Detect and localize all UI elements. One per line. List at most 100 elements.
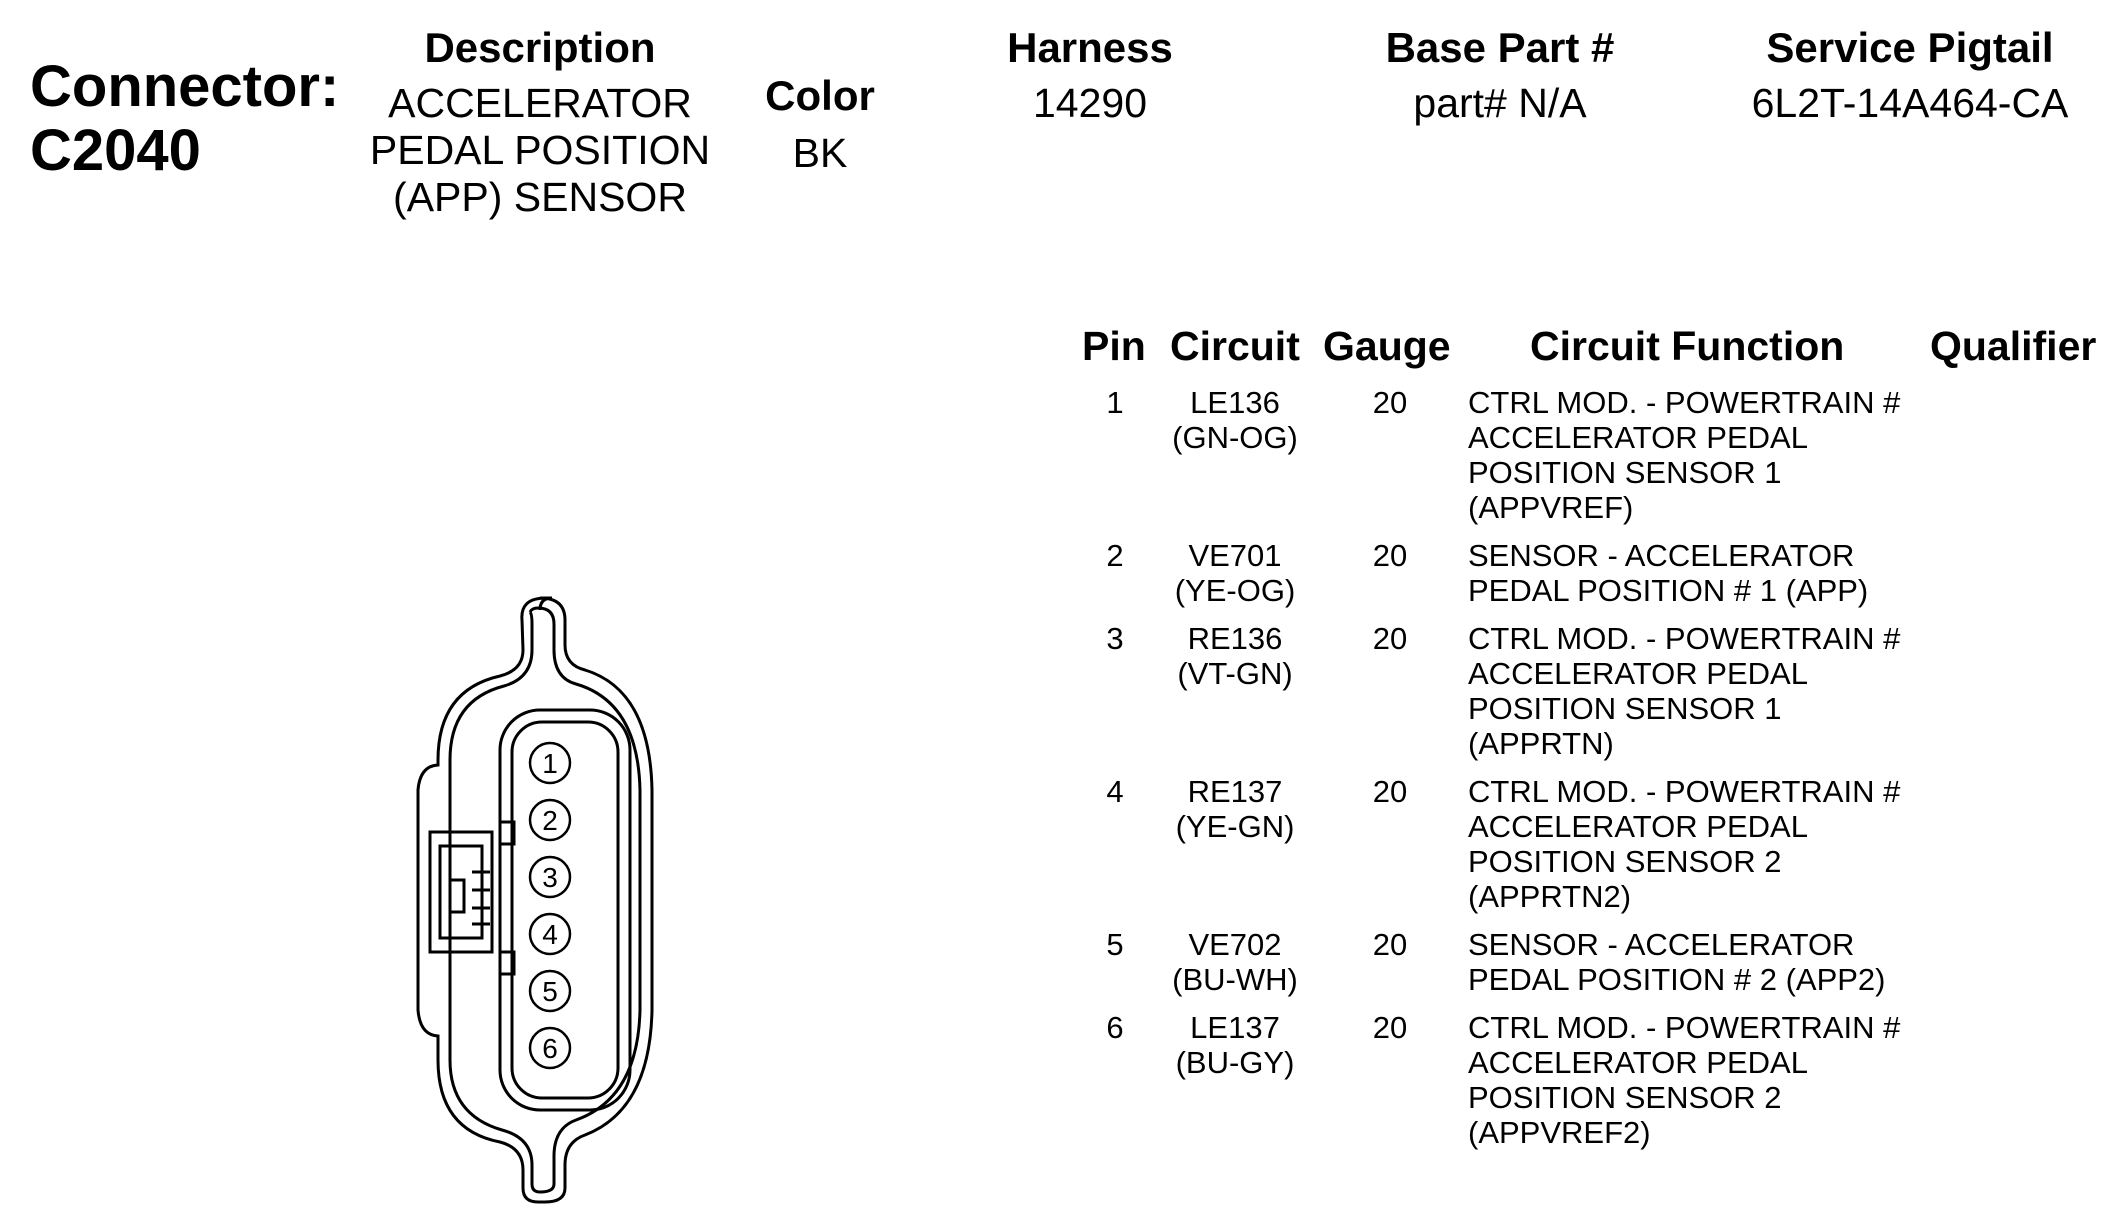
pin-cell: 1 [1106,385,1124,420]
circuit-cell: VE702 (BU-WH) [1155,927,1315,997]
function-line: POSITION SENSOR 1 [1468,691,1782,726]
gauge-cell: 20 [1372,774,1408,809]
circuit-cell: VE701 (YE-OG) [1155,538,1315,608]
qualifier-column-header: Qualifier [1930,323,2097,369]
pin-cavity-inner [510,720,620,1100]
function-line: (APPRTN2) [1468,879,1632,914]
pin-2-circle [528,798,572,842]
pin-column-header: Pin [1082,323,1146,369]
circuit-color: (GN-OG) [1172,420,1298,455]
function-line: ACCELERATOR PEDAL [1468,656,1808,691]
pin-4-circle [528,912,572,956]
latch-inner [438,844,484,940]
pin-1-circle [528,741,572,785]
connector-housing-outline [538,596,654,1204]
color-value: BK [792,130,848,176]
base-part-header: Base Part # [1385,24,1615,71]
pin-cell: 3 [1106,621,1124,656]
function-cell: CTRL MOD. - POWERTRAIN # ACCELERATOR PED… [1468,774,1928,914]
keying-bump-top [498,820,516,846]
description-column: Description ACCELERATOR PEDAL POSITION (… [340,24,740,221]
circuit-id: LE137 [1190,1010,1280,1045]
circuit-color: (VT-GN) [1177,656,1293,691]
circuit-cell: RE136 (VT-GN) [1155,621,1315,691]
function-line: POSITION SENSOR 2 [1468,1080,1782,1115]
function-line: (APPVREF2) [1468,1115,1651,1150]
pin-circles [528,741,572,1070]
function-cell: SENSOR - ACCELERATOR PEDAL POSITION # 2 … [1468,927,1928,997]
pin-5-circle [528,969,572,1013]
description-line: ACCELERATOR [388,80,692,126]
function-line: SENSOR - ACCELERATOR [1468,538,1855,573]
pin-cell: 2 [1106,538,1124,573]
color-column: Color BK [720,72,920,177]
circuit-color: (BU-GY) [1175,1045,1295,1080]
circuit-function-column-header: Circuit Function [1530,323,1845,369]
connector-id: C2040 [30,118,201,183]
circuit-cell: LE136 (GN-OG) [1155,385,1315,455]
pin-6-label: 6 [542,1033,558,1064]
description-line: PEDAL POSITION [369,127,711,173]
harness-value: 14290 [1032,80,1147,126]
harness-header: Harness [1007,24,1173,71]
connector-label: Connector: [30,54,340,119]
function-line: CTRL MOD. - POWERTRAIN # [1468,621,1901,656]
base-part-value: part# N/A [1413,80,1587,126]
function-cell: CTRL MOD. - POWERTRAIN # ACCELERATOR PED… [1468,621,1928,761]
service-pigtail-value: 6L2T-14A464-CA [1751,80,2069,126]
circuit-color: (BU-WH) [1172,962,1298,997]
function-line: (APPVREF) [1468,490,1634,525]
function-line: POSITION SENSOR 2 [1468,844,1782,879]
service-pigtail-header: Service Pigtail [1766,24,2054,71]
circuit-id: VE701 [1188,538,1282,573]
function-cell: CTRL MOD. - POWERTRAIN # ACCELERATOR PED… [1468,385,1928,525]
latch-tab [448,878,466,914]
connector-housing-inner [448,606,642,1194]
connector-title: Connector: C2040 [30,55,339,183]
pin-6-circle [528,1026,572,1070]
service-pigtail-column: Service Pigtail 6L2T-14A464-CA [1700,24,2118,127]
circuit-cell: LE137 (BU-GY) [1155,1010,1315,1080]
description-header: Description [424,24,656,71]
pin-2-label: 2 [542,805,558,836]
connector-housing-outer [416,596,553,1204]
function-line: ACCELERATOR PEDAL [1468,420,1808,455]
function-line: CTRL MOD. - POWERTRAIN # [1468,385,1901,420]
pin-cell: 6 [1106,1010,1124,1045]
function-cell: CTRL MOD. - POWERTRAIN # ACCELERATOR PED… [1468,1010,1928,1150]
pin-1-label: 1 [542,748,558,779]
circuit-cell: RE137 (YE-GN) [1155,774,1315,844]
function-line: ACCELERATOR PEDAL [1468,1045,1808,1080]
gauge-cell: 20 [1372,385,1408,420]
color-header: Color [765,72,875,119]
circuit-id: RE137 [1187,774,1283,809]
function-line: PEDAL POSITION # 2 (APP2) [1468,962,1886,997]
keying-bump-bottom [498,950,516,976]
gauge-cell: 20 [1372,621,1408,656]
pin-3-label: 3 [542,862,558,893]
function-line: POSITION SENSOR 1 [1468,455,1782,490]
connector-face-drawing: 1 2 3 4 5 6 [416,596,654,1204]
function-line: PEDAL POSITION # 1 (APP) [1468,573,1869,608]
function-line: CTRL MOD. - POWERTRAIN # [1468,774,1901,809]
pin-3-circle [528,855,572,899]
gauge-cell: 20 [1372,1010,1408,1045]
circuit-color: (YE-OG) [1174,573,1296,608]
function-line: ACCELERATOR PEDAL [1468,809,1808,844]
circuit-id: LE136 [1190,385,1280,420]
connector-latch [428,830,494,954]
description-line: (APP) SENSOR [393,174,687,220]
gauge-cell: 20 [1372,538,1408,573]
description-value: ACCELERATOR PEDAL POSITION (APP) SENSOR [340,80,740,221]
function-line: (APPRTN) [1468,726,1614,761]
pin-cell: 5 [1106,927,1124,962]
harness-column: Harness 14290 [960,24,1220,127]
gauge-cell: 20 [1372,927,1408,962]
pin-cell: 4 [1106,774,1124,809]
circuit-color: (YE-GN) [1175,809,1295,844]
function-cell: SENSOR - ACCELERATOR PEDAL POSITION # 1 … [1468,538,1928,608]
base-part-column: Base Part # part# N/A [1320,24,1680,127]
pin-4-label: 4 [542,919,558,950]
circuit-column-header: Circuit [1170,323,1300,369]
function-line: SENSOR - ACCELERATOR [1468,927,1855,962]
